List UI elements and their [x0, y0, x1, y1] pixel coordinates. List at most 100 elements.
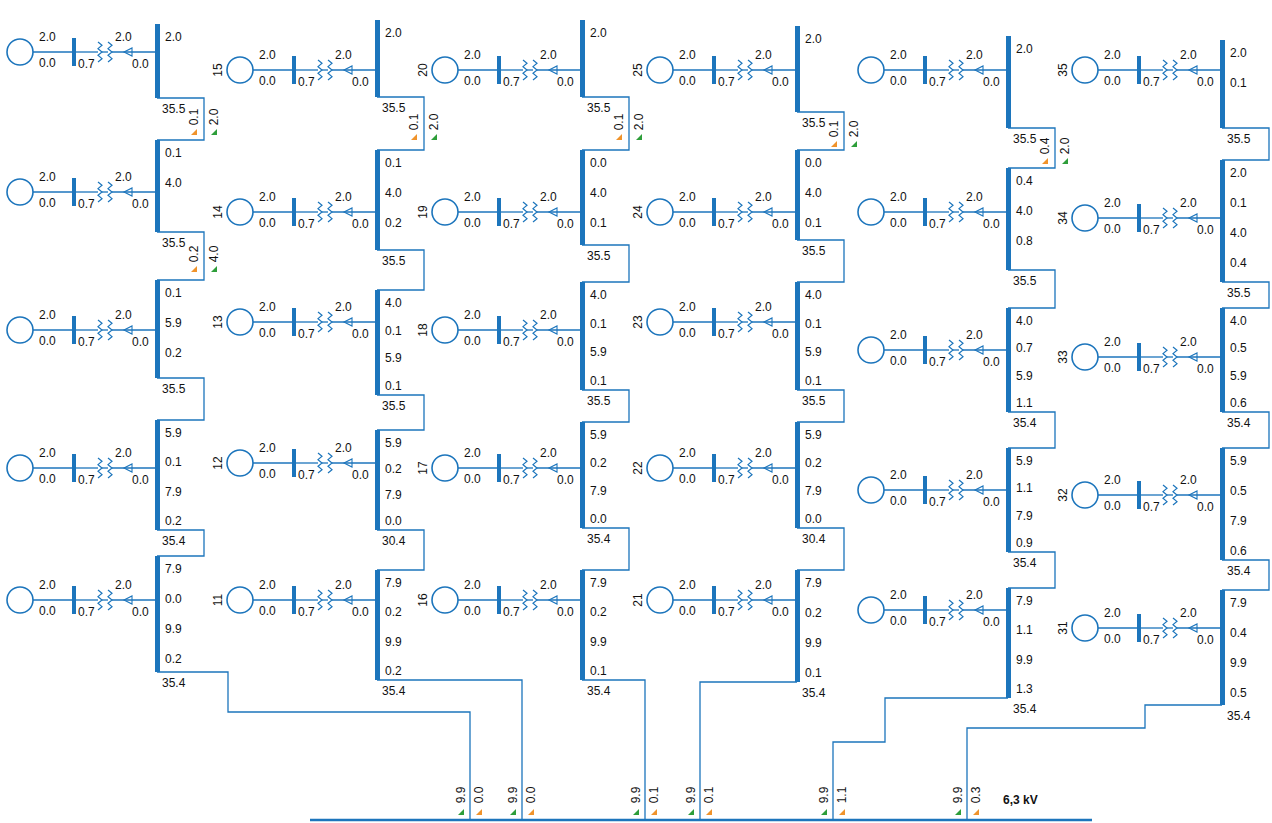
flow-value: 0.2 [805, 606, 822, 620]
transformer-core [1167, 627, 1173, 628]
flow-value: 9.9 [165, 622, 182, 636]
generator-symbol [858, 199, 884, 225]
flow-marker [211, 129, 217, 135]
transformer-core [953, 69, 959, 70]
transformer-lead [927, 69, 949, 70]
power-value: 0.0 [983, 355, 1000, 369]
transformer-core [102, 51, 108, 52]
flow-value: 0.2 [165, 514, 182, 528]
generator-symbol [1072, 205, 1098, 231]
flow-marker [616, 134, 622, 140]
bus-tie-line [157, 530, 204, 556]
flow-marker [411, 134, 417, 140]
power-value: 0.0 [464, 74, 481, 88]
voltage-value: 35.5 [587, 394, 610, 408]
busbar [1006, 448, 1011, 552]
generator-symbol [647, 199, 673, 225]
busbar [580, 20, 585, 97]
voltage-value: 35.5 [382, 254, 405, 268]
power-value: 0.0 [679, 472, 696, 486]
power-value: 2.0 [39, 30, 56, 44]
flow-marker [688, 809, 694, 815]
transformer-lead [296, 462, 318, 463]
bus-tie-line [1222, 128, 1269, 160]
generator-bus [72, 454, 76, 482]
power-value: 0.7 [718, 217, 735, 231]
power-value: 0.0 [679, 216, 696, 230]
flow-value: 5.9 [1230, 369, 1247, 383]
flow-value: 0.1 [385, 324, 402, 338]
power-value: 2.0 [464, 190, 481, 204]
generator-lead [458, 69, 497, 70]
flow-value: 0.4 [1230, 256, 1247, 270]
generator-symbol [1072, 482, 1098, 508]
voltage-value: 35.5 [587, 101, 610, 115]
transformer-winding [949, 600, 953, 620]
generator-lead [253, 69, 292, 70]
transformer-winding [533, 320, 537, 340]
transformer-lead [752, 69, 797, 70]
flow-value: 0.1 [590, 664, 607, 678]
transformer-core [742, 599, 748, 600]
power-value: 2.0 [39, 170, 56, 184]
transformer-core [527, 467, 533, 468]
power-value: 2.0 [755, 578, 772, 592]
generator-lead [1098, 69, 1137, 70]
flow-value: 4.0 [590, 288, 607, 302]
flow-value: 9.9 [590, 635, 607, 649]
generator-lead [1098, 627, 1137, 628]
flow-value: 7.9 [1230, 514, 1247, 528]
power-value: 0.7 [929, 75, 946, 89]
flow-value: 2.0 [165, 30, 182, 44]
flow-value: 0.2 [385, 216, 402, 230]
power-value: 0.0 [679, 74, 696, 88]
transformer-winding [98, 42, 102, 62]
flow-value: 4.0 [385, 186, 402, 200]
flow-arrow [124, 326, 132, 334]
flow-value: 0.1 [613, 114, 625, 131]
power-value: 2.0 [540, 446, 557, 460]
transformer-lead [716, 467, 738, 468]
bus-tie-line [797, 112, 844, 150]
busbar [1220, 160, 1225, 282]
power-value: 0.0 [464, 472, 481, 486]
transformer-winding [1173, 485, 1177, 505]
generator-symbol [647, 587, 673, 613]
power-value: 0.0 [772, 473, 789, 487]
transformer-core [322, 599, 328, 600]
flow-value: 5.9 [165, 426, 182, 440]
flow-value: 0.1 [590, 317, 607, 331]
flow-marker [476, 809, 482, 815]
generator-bus [1137, 204, 1141, 232]
flow-value: 0.1 [828, 121, 840, 138]
transformer-core [742, 467, 748, 468]
flow-arrow [975, 486, 983, 494]
voltage-value: 35.5 [162, 102, 185, 116]
generator-lead [458, 211, 497, 212]
generator-symbol [432, 587, 458, 613]
transformer-lead [332, 69, 377, 70]
transformer-winding [108, 320, 112, 340]
flow-value: 0.1 [408, 114, 420, 131]
power-value: 0.0 [1197, 500, 1214, 514]
power-value: 0.0 [132, 57, 149, 71]
power-value: 0.0 [772, 605, 789, 619]
power-value: 0.7 [298, 327, 315, 341]
voltage-value: 35.4 [162, 534, 185, 548]
flow-value: 2.0 [1059, 138, 1071, 155]
transformer-lead [296, 211, 318, 212]
transformer-winding [523, 458, 527, 478]
power-value: 2.0 [966, 468, 983, 482]
power-value: 0.0 [1104, 222, 1121, 236]
power-value: 2.0 [259, 48, 276, 62]
flow-marker [651, 809, 657, 815]
busbar [1220, 308, 1225, 412]
transformer-core [1167, 69, 1173, 70]
flow-value: 0.7 [1016, 341, 1033, 355]
transformer-lead [1177, 494, 1222, 495]
flow-value: 2.0 [428, 114, 440, 131]
transformer-winding [533, 60, 537, 80]
flow-value: 0.8 [1016, 234, 1033, 248]
voltage-value: 35.4 [382, 684, 405, 698]
power-value: 0.0 [557, 217, 574, 231]
